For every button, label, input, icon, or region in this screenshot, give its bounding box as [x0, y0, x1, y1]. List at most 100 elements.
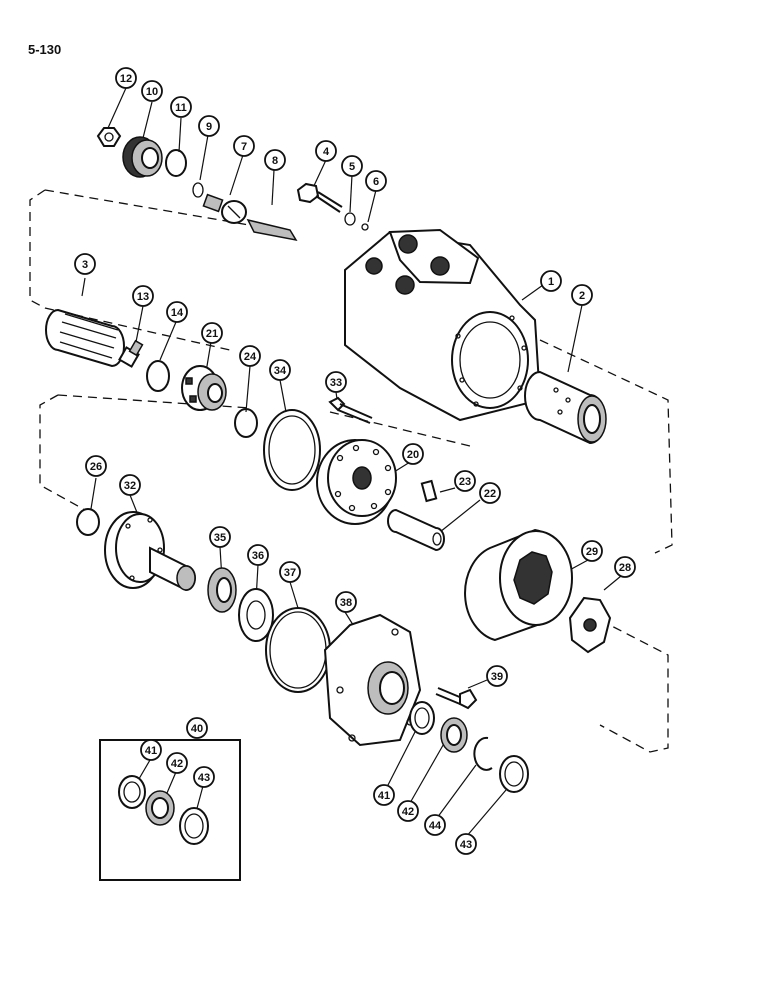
callout-circle [571, 284, 593, 306]
callout-39: 39 [486, 665, 508, 687]
callout-label: 37 [284, 567, 296, 579]
callout-40: 40 [186, 717, 208, 739]
o-ring-part [165, 149, 187, 177]
callout-33: 33 [325, 371, 347, 393]
o-ring-37-part [265, 607, 331, 693]
callout-2: 2 [571, 284, 593, 306]
pin-part [420, 479, 438, 503]
callout-32: 32 [119, 474, 141, 496]
seal-34-inner [268, 415, 316, 485]
callout-label: 44 [429, 820, 442, 832]
callout-label: 13 [137, 291, 149, 303]
leader-lines [81, 87, 622, 838]
sleeve-part [524, 370, 607, 445]
callout-label: 41 [145, 745, 157, 757]
callout-label: 4 [323, 146, 330, 158]
input-shaft-part [104, 511, 196, 592]
callout-label: 43 [198, 772, 210, 784]
callout-circle [193, 766, 215, 788]
callout-label: 42 [171, 758, 183, 770]
callout-37: 37 [279, 561, 301, 583]
ring-part [344, 212, 356, 226]
callout-35: 35 [209, 526, 231, 548]
snap-ring-part [473, 736, 493, 771]
callout-circle [239, 345, 261, 367]
callout-circle [479, 482, 501, 504]
ball-part [361, 223, 369, 231]
callout-label: 2 [579, 290, 585, 302]
page-code: 5-130 [28, 42, 62, 57]
callout-circle [455, 833, 477, 855]
callout-circle [402, 443, 424, 465]
upper-assembly-dashed-outline [29, 189, 673, 554]
callout-circle [233, 135, 255, 157]
callout-label: 29 [586, 546, 598, 558]
callout-label: 5 [349, 161, 355, 173]
callout-circle [454, 470, 476, 492]
upper-assembly-dashed-top [44, 189, 291, 233]
callout-circle [397, 800, 419, 822]
bolt-39-part [435, 687, 478, 710]
callout-circle [264, 149, 286, 171]
callout-10: 10 [141, 80, 163, 102]
kit-seal-42-inner [151, 797, 169, 819]
callout-14: 14 [166, 301, 188, 323]
callout-circle [279, 561, 301, 583]
callout-circle [85, 455, 107, 477]
end-cap-part [323, 613, 422, 747]
kit-seal-41-inner [123, 781, 141, 803]
callout-circle [115, 67, 137, 89]
callout-8: 8 [264, 149, 286, 171]
callout-label: 6 [373, 176, 379, 188]
callout-label: 36 [252, 550, 264, 562]
callout-label: 20 [407, 449, 419, 461]
callout-41a: 41 [140, 739, 162, 761]
seal-42-inner [446, 724, 462, 746]
callout-label: 28 [619, 562, 631, 574]
gerotor-star-part [568, 596, 612, 654]
callout-circle [74, 253, 96, 275]
callout-9: 9 [198, 115, 220, 137]
callout-layer: 1210119784563131421243433122023222632353… [74, 67, 636, 855]
washer-36-part [238, 588, 274, 642]
callout-label: 21 [206, 328, 218, 340]
callout-circle [198, 115, 220, 137]
callout-29: 29 [581, 540, 603, 562]
callout-circle [247, 544, 269, 566]
lower-assembly-dashed-top [57, 394, 251, 409]
callout-20: 20 [402, 443, 424, 465]
callout-28: 28 [614, 556, 636, 578]
seal-41-part [409, 701, 435, 735]
callout-label: 32 [124, 480, 136, 492]
callout-circle [424, 814, 446, 836]
callout-label: 7 [241, 141, 247, 153]
drive-link-part [387, 508, 445, 552]
callout-6: 6 [365, 170, 387, 192]
callout-label: 43 [460, 839, 472, 851]
callout-label: 1 [548, 276, 554, 288]
callout-26: 26 [85, 455, 107, 477]
callout-36: 36 [247, 544, 269, 566]
callout-circle [166, 301, 188, 323]
callout-5: 5 [341, 155, 363, 177]
callout-label: 24 [244, 351, 257, 363]
callout-7: 7 [233, 135, 255, 157]
bolt-33-part [328, 396, 373, 424]
spool-part [45, 308, 125, 368]
callout-label: 35 [214, 532, 226, 544]
o-ring-37-inner [269, 611, 327, 689]
callout-label: 39 [491, 671, 503, 683]
callout-label: 34 [274, 365, 287, 377]
callout-label: 8 [272, 155, 278, 167]
callout-circle [269, 359, 291, 381]
o-ring-24-part [234, 408, 258, 438]
callout-circle [186, 717, 208, 739]
seal-ring-part [146, 360, 170, 392]
callout-circle [166, 752, 188, 774]
callout-label: 38 [340, 597, 352, 609]
callout-13: 13 [132, 285, 154, 307]
callout-label: 3 [82, 259, 88, 271]
callout-label: 10 [146, 86, 158, 98]
callout-label: 9 [206, 121, 212, 133]
